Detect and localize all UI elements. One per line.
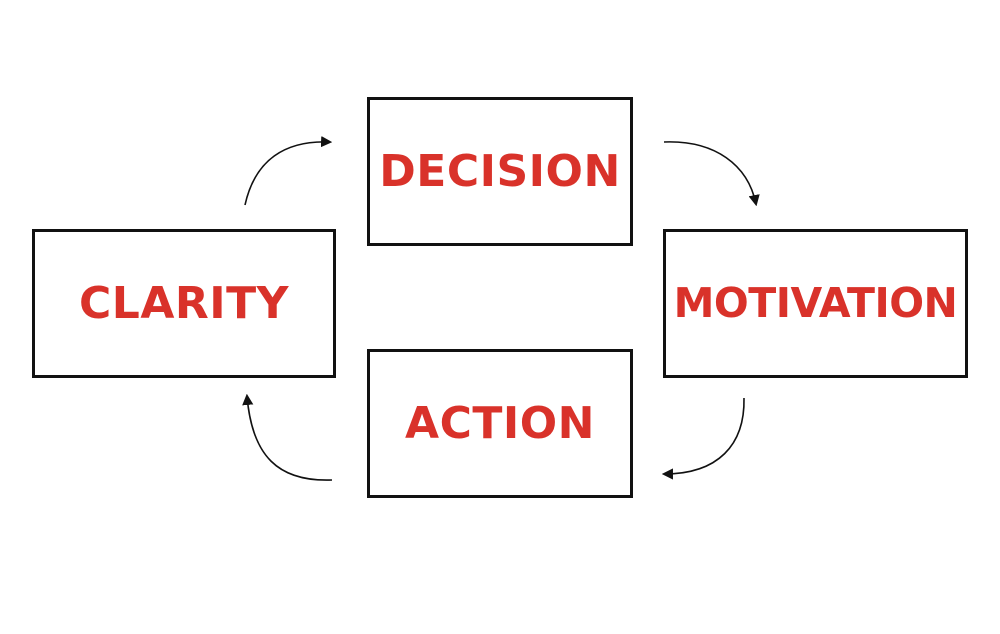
clarity-box: CLARITY (32, 229, 336, 378)
arrow-clarity-to-decision (244, 136, 333, 206)
decision-box: DECISION (367, 97, 633, 246)
action-box: ACTION (367, 349, 633, 498)
action-label: ACTION (405, 397, 595, 449)
arrow-motivation-to-action (661, 397, 745, 480)
arrow-decision-to-motivation (663, 141, 760, 207)
motivation-box: MOTIVATION (663, 229, 968, 378)
arrow-action-to-clarity (242, 393, 333, 481)
clarity-label: CLARITY (78, 277, 289, 329)
motivation-label: MOTIVATION (673, 279, 958, 327)
decision-label: DECISION (379, 145, 621, 197)
